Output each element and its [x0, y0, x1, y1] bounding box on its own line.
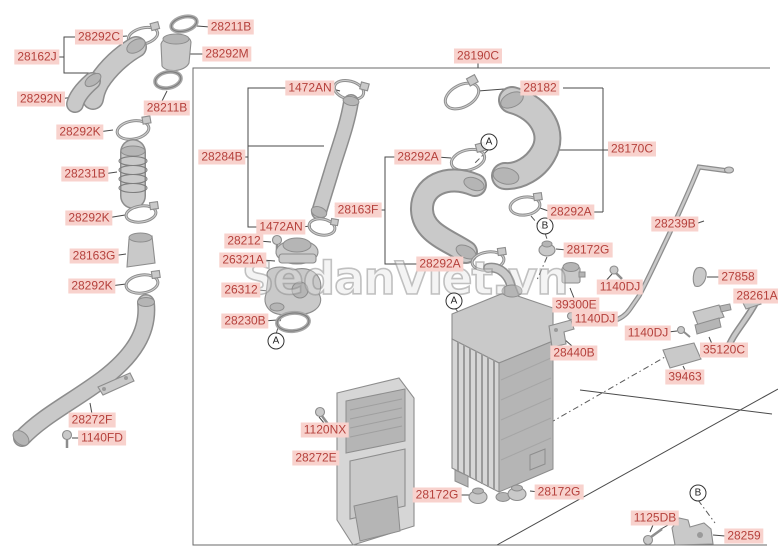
callout-circle: A: [445, 292, 463, 310]
part-label[interactable]: 28162J: [14, 49, 60, 65]
actuator-26321A: [275, 237, 319, 265]
part-label[interactable]: 28239B: [651, 216, 699, 232]
callout-circle: B: [536, 217, 554, 235]
oring-28230B: [275, 310, 311, 334]
clamp-28292A-right: [508, 191, 543, 217]
part-label[interactable]: 28292M: [202, 46, 252, 62]
oring-28211B-2: [153, 69, 183, 91]
fan-shroud: [336, 377, 415, 546]
part-label[interactable]: 27858: [718, 269, 758, 285]
elbow-28292N: [66, 72, 102, 113]
part-label[interactable]: 1140DJ: [596, 279, 644, 295]
part-label[interactable]: 28182: [520, 80, 560, 96]
bolt-1140DJ-right: [609, 265, 623, 280]
part-label[interactable]: 28212: [224, 233, 264, 249]
turbo-26312: [264, 266, 322, 316]
part-label[interactable]: 28272E: [292, 450, 340, 466]
part-label[interactable]: 28261A: [733, 288, 778, 304]
part-label[interactable]: 28292N: [16, 91, 66, 107]
part-label[interactable]: 1125DB: [630, 510, 680, 526]
bracket-39463: [662, 342, 702, 369]
bolt-1140DJ-bottom: [676, 325, 691, 338]
oring-28211B-top: [169, 14, 199, 34]
part-label[interactable]: 28292C: [74, 29, 124, 45]
part-label[interactable]: 39463: [665, 369, 705, 385]
pipe-28284B: [310, 94, 360, 220]
pipe-28239B: [610, 164, 735, 324]
bolt-1140FD: [61, 429, 73, 448]
solenoid-39300E: [561, 262, 586, 284]
reducer-28163G: [126, 232, 156, 268]
hose-28292A-left: [410, 168, 487, 264]
part-label[interactable]: 1140FD: [78, 430, 126, 446]
part-label[interactable]: 1140DJ: [571, 311, 619, 327]
sensor-35120C: [692, 303, 732, 335]
intercooler: [451, 262, 554, 502]
part-label[interactable]: 26321A: [219, 252, 267, 268]
part-label[interactable]: 28211B: [207, 19, 255, 35]
callout-circle: A: [267, 332, 285, 350]
clamp-1472AN-2: [307, 217, 340, 237]
part-label[interactable]: 28172G: [412, 487, 462, 503]
part-label[interactable]: 28292K: [65, 210, 113, 226]
part-label[interactable]: 26312: [221, 282, 261, 298]
part-label[interactable]: 28163F: [334, 202, 382, 218]
bellows-28231B: [118, 139, 148, 209]
part-label[interactable]: 1120NX: [300, 422, 350, 438]
grommet-28172G-left: [468, 487, 488, 505]
part-label[interactable]: 28259: [724, 528, 764, 544]
clamp-28190C-area: [443, 73, 481, 111]
part-label[interactable]: 28272F: [68, 412, 116, 428]
clamp-28292K-2: [124, 200, 160, 224]
part-label[interactable]: 28230B: [221, 313, 269, 329]
callout-circle: B: [689, 484, 707, 502]
part-label[interactable]: 28172G: [534, 484, 584, 500]
grommet-28172G-right: [507, 484, 527, 502]
part-label[interactable]: 28172G: [563, 242, 613, 258]
part-label[interactable]: 28211B: [143, 100, 191, 116]
pipe-28272F: [12, 294, 156, 447]
clip-27858: [692, 266, 707, 287]
part-label[interactable]: 1472AN: [285, 80, 335, 96]
part-label[interactable]: 28292K: [56, 124, 104, 140]
part-label[interactable]: 28163G: [69, 248, 119, 264]
part-label[interactable]: 39300E: [552, 297, 600, 313]
part-label[interactable]: 35120C: [699, 342, 749, 358]
tube-28292M: [160, 33, 192, 72]
part-label[interactable]: 28292A: [547, 204, 595, 220]
clamp-28292K-1: [115, 115, 152, 141]
part-label[interactable]: 1140DJ: [624, 325, 672, 341]
bracket-28259: [671, 517, 714, 546]
part-label[interactable]: 28170C: [607, 141, 657, 157]
clamp-28292K-3: [124, 269, 161, 295]
grommet-28172G-top: [538, 240, 556, 257]
hose-28182-28170C: [491, 86, 562, 191]
part-label[interactable]: 1472AN: [256, 219, 306, 235]
part-label[interactable]: 28284B: [198, 149, 246, 165]
part-label[interactable]: 28292A: [416, 256, 464, 272]
pipe-28162J: [82, 36, 147, 110]
part-label[interactable]: 28231B: [61, 166, 109, 182]
part-label[interactable]: 28292K: [68, 278, 116, 294]
part-label[interactable]: 28440B: [550, 345, 598, 361]
part-label[interactable]: 28190C: [453, 48, 503, 64]
bolt-1125DB: [642, 527, 663, 546]
callout-circle: A: [480, 133, 498, 151]
part-label[interactable]: 28292A: [394, 149, 442, 165]
